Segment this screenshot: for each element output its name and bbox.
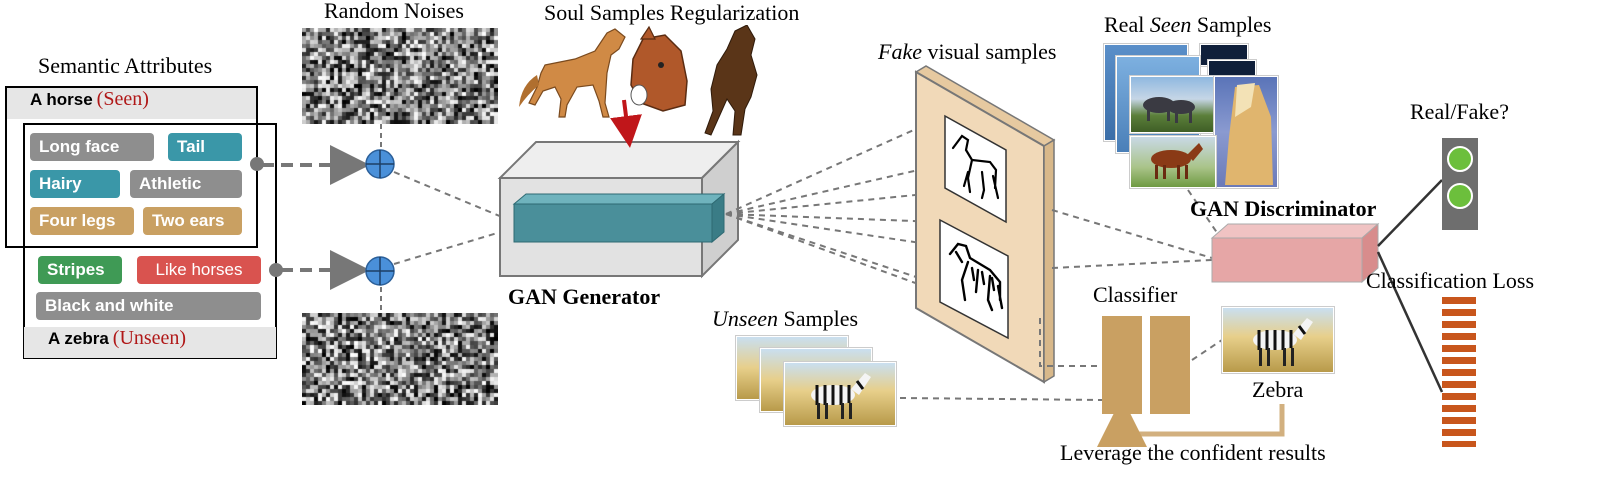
- classification-loss-bar: [1442, 297, 1476, 447]
- unseen-rest: Samples: [777, 306, 859, 331]
- attribute-chip-hairy: Hairy: [30, 170, 120, 198]
- classifier-block-2: [1150, 316, 1190, 414]
- attribute-chip-athletic: Athletic: [130, 170, 242, 198]
- cartoon-horse-standing: [519, 28, 626, 118]
- gan-generator-label: GAN Generator: [508, 284, 661, 309]
- real-seen-samples-label: Real Seen Samples: [1104, 12, 1271, 38]
- horse-group-bg: [6, 87, 257, 119]
- attribute-chip-black-and-white: Black and white: [36, 292, 261, 320]
- zebra-connector-dot: [269, 263, 283, 277]
- unseen-samples-label: Unseen Samples: [712, 306, 858, 332]
- plus-top-to-generator: [393, 171, 515, 223]
- fake-samples-panel: [914, 65, 1056, 384]
- gan-generator-box: [497, 139, 741, 279]
- zebra-name: A zebra: [48, 329, 109, 348]
- leverage-feedback-arrow: [1097, 397, 1285, 447]
- zebra-group-bg: [24, 327, 276, 358]
- real-fake-label: Real/Fake?: [1410, 99, 1509, 124]
- unseen-zebra-photo-stack: [736, 336, 896, 428]
- unseen-to-classifier: [899, 397, 1103, 401]
- cartoon-horse-head: [630, 25, 688, 112]
- horse-group-title: A horse (Seen): [30, 88, 149, 111]
- plus-icon-bottom: [365, 256, 395, 286]
- sketch-zebra: [948, 242, 1004, 312]
- semantic-attributes-label: Semantic Attributes: [38, 53, 213, 78]
- real-prefix: Real: [1104, 12, 1150, 37]
- disc-to-loss: [1376, 251, 1444, 393]
- real-fake-indicator: [1442, 138, 1478, 230]
- zebra-result-photo: [1222, 307, 1334, 373]
- random-noise-image-bottom: [302, 313, 498, 405]
- fake-word: Fake: [878, 39, 922, 64]
- real-seen-photo-stack: [1104, 44, 1279, 189]
- classifier-to-zebra: [1191, 339, 1223, 361]
- horse-name: A horse: [30, 90, 93, 109]
- seen-word: Seen: [1149, 12, 1192, 37]
- soul-samples-label: Soul Samples Regularization: [544, 0, 800, 25]
- zebra-unseen-tag: (Unseen): [112, 327, 187, 349]
- classification-loss-label: Classification Loss: [1366, 268, 1535, 293]
- fake-to-classifier: [1039, 318, 1102, 367]
- zebra-result-label: Zebra: [1252, 377, 1304, 402]
- leverage-label: Leverage the confident results: [1060, 440, 1326, 465]
- random-noises-label: Random Noises: [324, 0, 464, 23]
- attribute-chip-two-ears: Two ears: [143, 207, 242, 235]
- real-photo-palomino: [1214, 76, 1278, 188]
- attribute-chip-like-horses: Like horses: [137, 256, 261, 284]
- fake-visual-samples-label: Fake visual samples: [878, 39, 1056, 65]
- real-photo-brown-horse: [1130, 136, 1216, 188]
- classifier-label: Classifier: [1093, 282, 1178, 307]
- real-photo-three-horses: [1130, 76, 1216, 133]
- fake-to-disc-1: [1051, 209, 1213, 259]
- classifier-block-1: [1102, 316, 1142, 414]
- attribute-chip-stripes: Stripes: [38, 256, 122, 284]
- samples-suffix: Samples: [1191, 12, 1272, 37]
- zebra-group-title: A zebra (Unseen): [48, 327, 186, 350]
- plus-icon-top: [365, 149, 395, 179]
- attribute-chip-tail: Tail: [168, 133, 242, 161]
- attribute-chip-four-legs: Four legs: [30, 207, 134, 235]
- fake-visual-rest: visual samples: [921, 39, 1057, 64]
- gan-discriminator-label: GAN Discriminator: [1190, 196, 1377, 221]
- soul-to-generator-arrow: [610, 99, 642, 148]
- disc-to-realfake: [1377, 179, 1443, 247]
- gan-discriminator-box: [1210, 222, 1380, 284]
- horse-connector-dot: [250, 157, 264, 171]
- unseen-word: Unseen: [712, 306, 778, 331]
- attribute-chip-long-face: Long face: [30, 133, 154, 161]
- random-noise-image-top: [302, 28, 498, 124]
- plus-bottom-to-generator: [393, 227, 515, 265]
- zebra-photo-front: [784, 362, 896, 426]
- fake-to-disc-2: [1051, 259, 1213, 269]
- soul-horse-images: [519, 25, 758, 136]
- horse-seen-tag: (Seen): [96, 88, 149, 110]
- photo-horse-running: [704, 25, 758, 136]
- sketch-horse: [951, 134, 1000, 200]
